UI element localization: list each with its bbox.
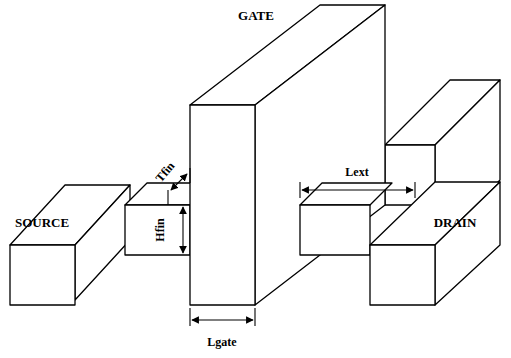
source-fin-front xyxy=(125,205,190,255)
lext-tick xyxy=(299,182,300,198)
drain-fin-front xyxy=(300,205,370,255)
tfin-arrow xyxy=(171,174,187,190)
drain-pad-side xyxy=(435,182,500,305)
dimension-label: Lgate xyxy=(207,336,236,348)
tfin-tick xyxy=(167,190,168,205)
drain-fin-top xyxy=(300,183,392,205)
source-pad-front xyxy=(10,245,75,305)
part-label: SOURCE xyxy=(15,216,69,229)
dimension-label: Lext xyxy=(345,166,368,178)
part-label: DRAIN xyxy=(434,216,477,229)
gate-side xyxy=(255,5,385,305)
lgate-tick xyxy=(189,308,190,326)
dimension-label: Tfin xyxy=(153,160,176,185)
gate-front xyxy=(190,105,255,305)
drain-pad-front xyxy=(370,245,435,305)
tfin-tick xyxy=(189,168,190,183)
hfin-arrow xyxy=(182,207,183,253)
lgate-arrow xyxy=(192,319,253,320)
source-pad-side xyxy=(75,185,130,300)
lext-tick xyxy=(414,182,415,198)
part-label: GATE xyxy=(238,9,274,22)
lext-arrow xyxy=(302,189,413,190)
lgate-tick xyxy=(254,308,255,326)
dimension-label: Hfin xyxy=(154,218,166,241)
